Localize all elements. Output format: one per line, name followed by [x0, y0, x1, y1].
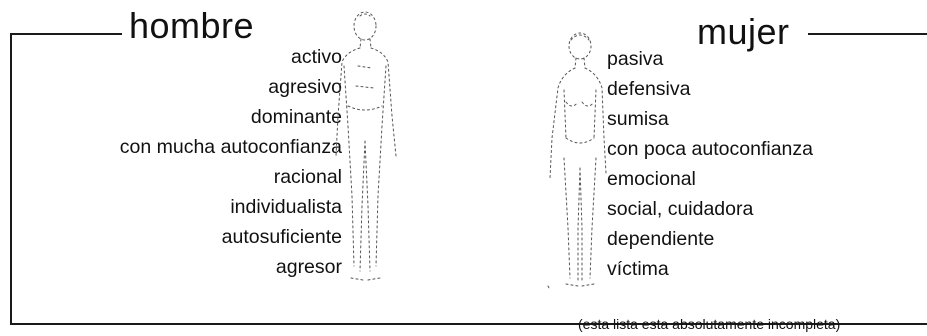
frame-top-right-line [808, 33, 927, 35]
hombre-trait: agresor [275, 256, 342, 278]
hombre-trait: con mucha autoconfianza [119, 136, 342, 158]
mujer-title: mujer [697, 11, 790, 52]
mujer-trait: defensiva [607, 78, 691, 100]
hombre-title: hombre [129, 5, 255, 46]
hombre-trait: individualista [230, 196, 342, 218]
hombre-traits-list: activo agresivo dominante con mucha auto… [0, 42, 342, 282]
mujer-trait: dependiente [607, 228, 715, 250]
mujer-traits-list: pasiva defensiva sumisa con poca autocon… [607, 44, 907, 284]
footnote: (esta lista esta absolutamente incomplet… [578, 316, 841, 332]
mujer-trait: social, cuidadora [607, 198, 754, 220]
female-figure-illustration [547, 32, 607, 291]
mujer-trait: emocional [607, 168, 696, 190]
mujer-trait: con poca autoconfianza [607, 138, 813, 160]
male-figure-illustration [335, 11, 397, 281]
hombre-trait: activo [291, 46, 342, 68]
mujer-trait: pasiva [607, 48, 664, 70]
frame-top-left-line [10, 33, 122, 35]
hombre-trait: dominante [250, 106, 342, 128]
frame-left-line [10, 33, 12, 325]
hombre-trait: autosuficiente [221, 226, 342, 248]
hombre-trait: agresivo [268, 76, 342, 98]
frame-bottom-line [10, 323, 927, 325]
hombre-trait: racional [273, 166, 342, 188]
mujer-trait: sumisa [607, 108, 669, 130]
mujer-trait: víctima [607, 258, 669, 280]
